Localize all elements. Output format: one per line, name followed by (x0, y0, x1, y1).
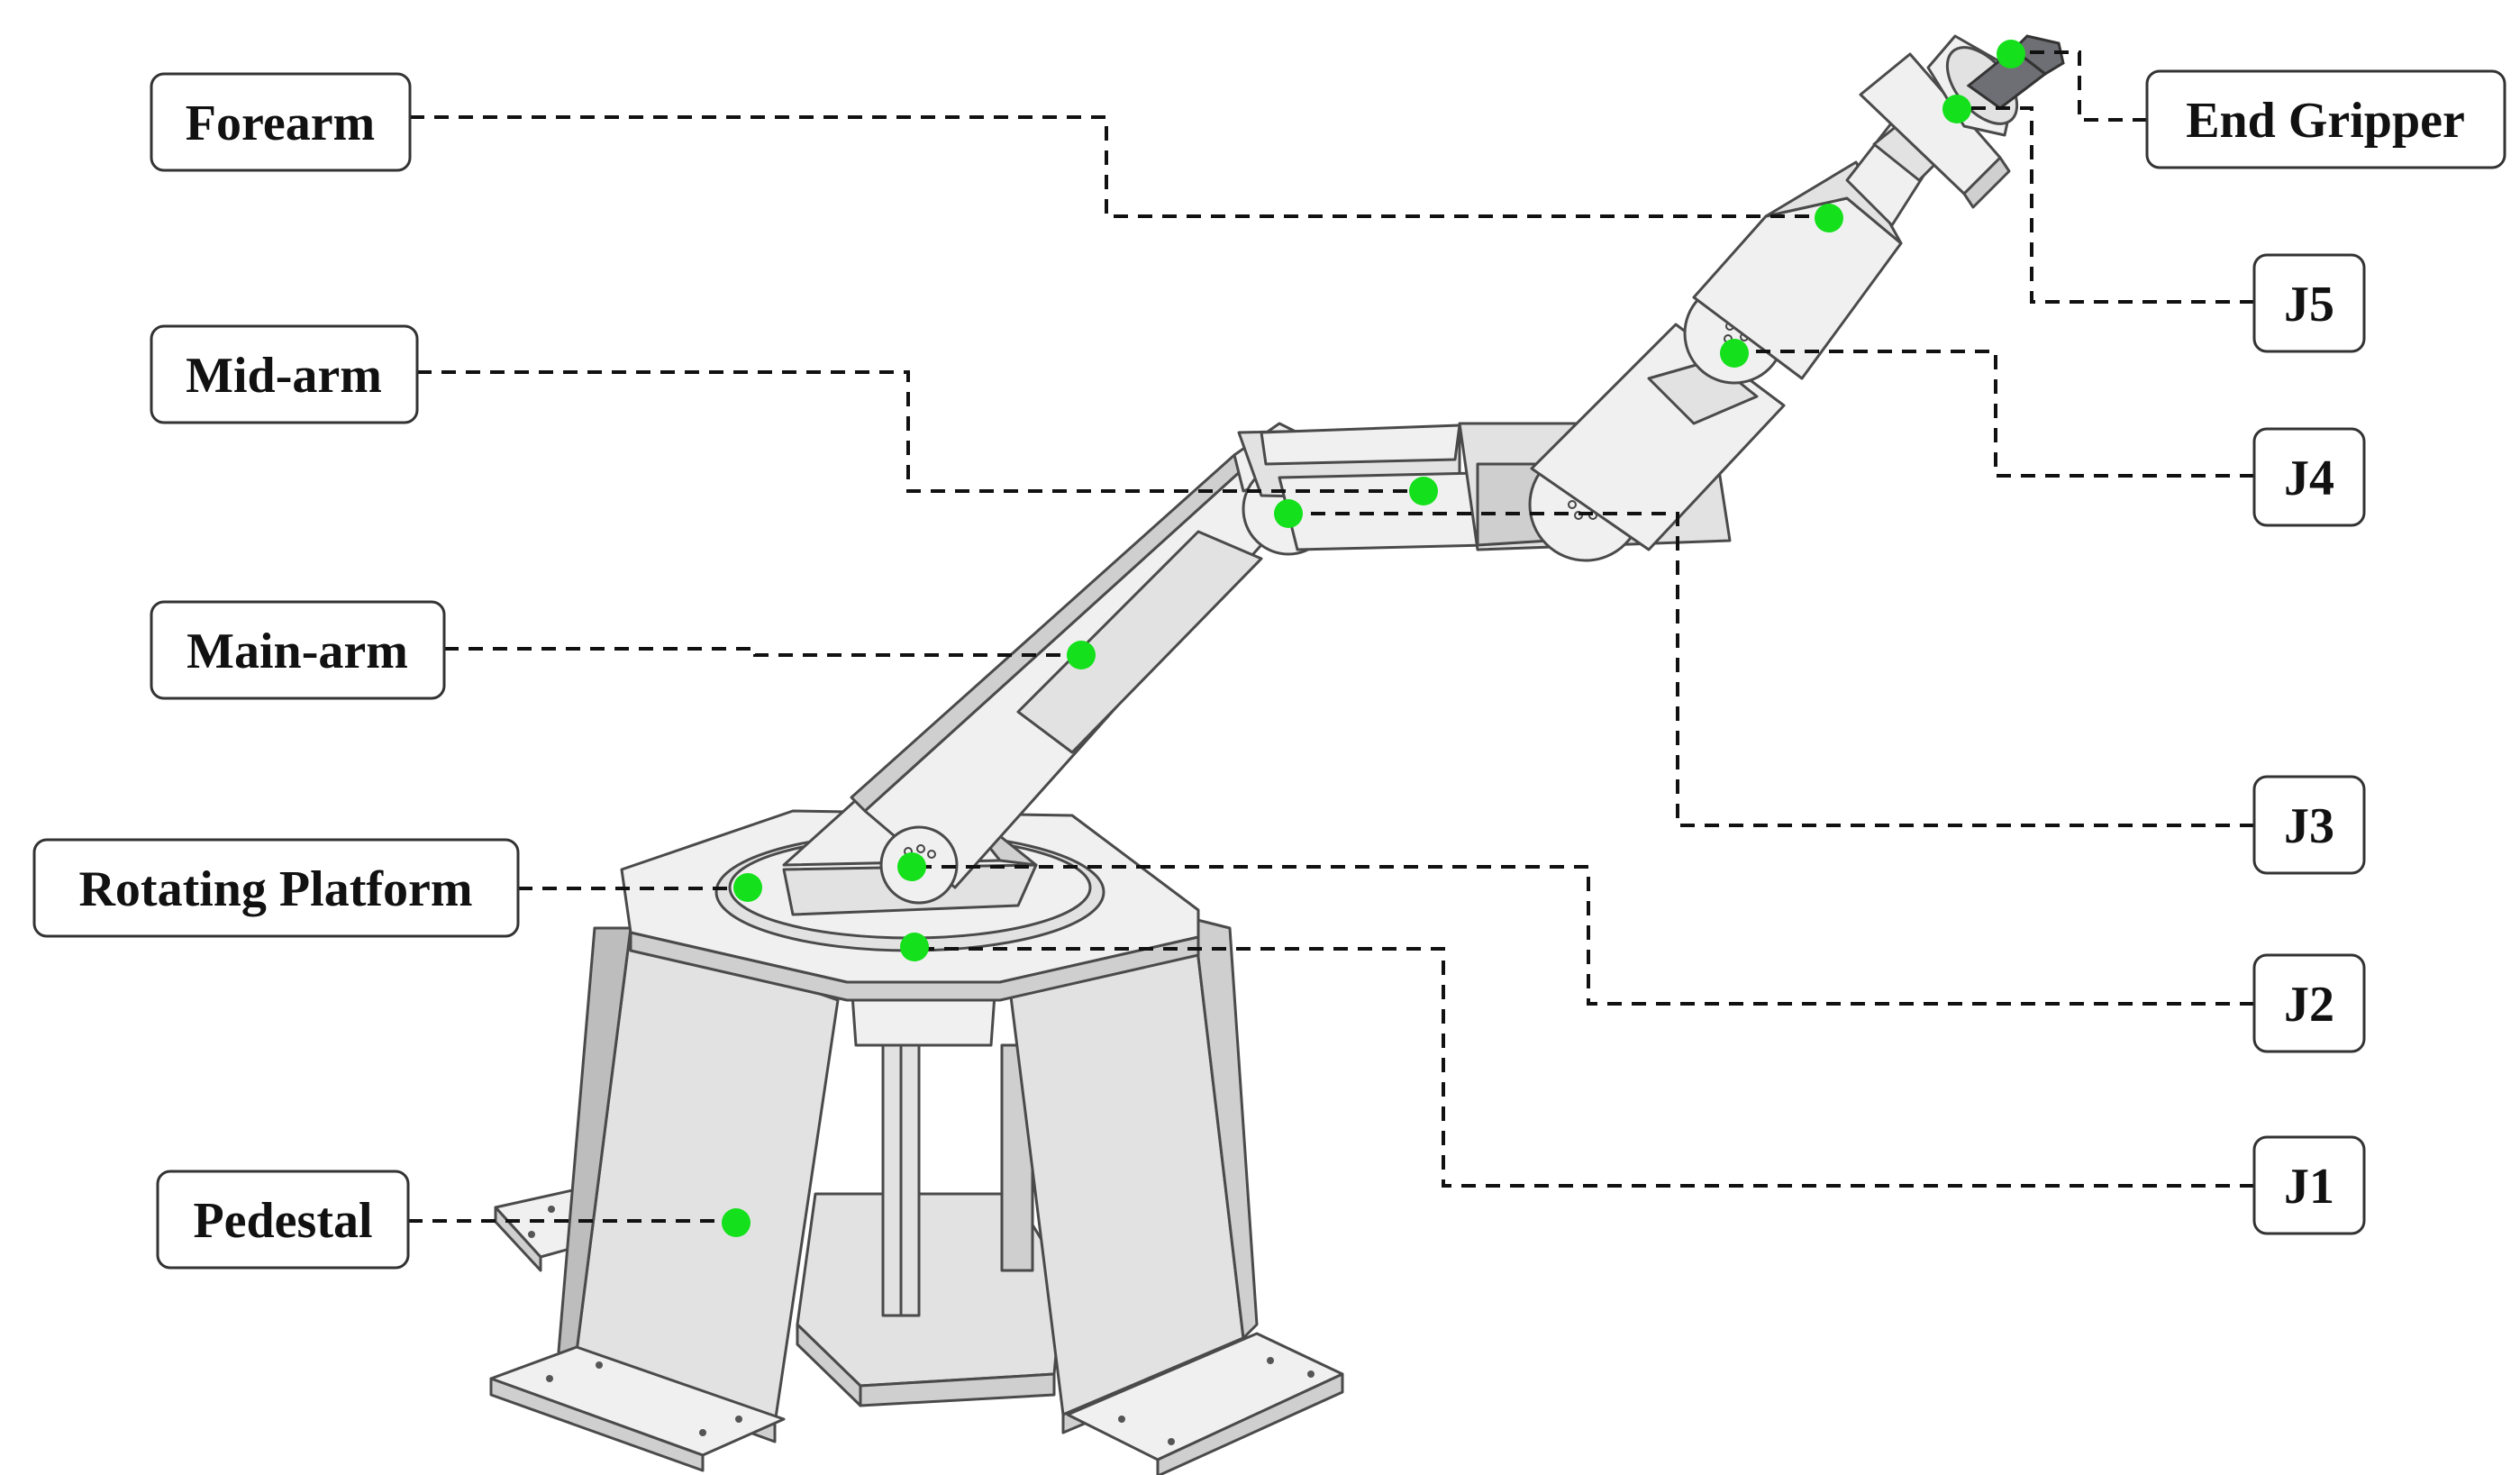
pedestal-drawing (489, 809, 1344, 1475)
marker-j2 (897, 852, 926, 881)
label-j1: J1 (2252, 1135, 2366, 1235)
marker-pedestal (722, 1208, 751, 1237)
marker-forearm (1815, 204, 1843, 232)
label-mid-arm-text: Mid-arm (186, 348, 382, 404)
label-j2-text: J2 (2284, 977, 2334, 1033)
labels: Forearm Mid-arm Main-arm Rotating Platfo… (32, 69, 2506, 1270)
leader-j3 (1288, 512, 2254, 827)
label-j2: J2 (2252, 953, 2366, 1053)
leader-forearm (410, 115, 1829, 218)
label-end-gripper-text: End Gripper (2186, 93, 2465, 149)
arm-drawing (782, 34, 2065, 916)
leader-j1 (914, 947, 2254, 1188)
marker-rotating-platform (733, 873, 762, 902)
leader-j5 (1957, 106, 2254, 304)
marker-mid-arm (1409, 477, 1438, 505)
label-pedestal-text: Pedestal (193, 1193, 372, 1249)
label-rotating-platform: Rotating Platform (32, 838, 520, 938)
label-forearm: Forearm (150, 72, 412, 172)
label-j3: J3 (2252, 775, 2366, 875)
label-rotating-platform-text: Rotating Platform (78, 861, 472, 917)
marker-end-gripper (1997, 40, 2025, 68)
leader-j2 (912, 865, 2254, 1006)
leader-mid-arm (417, 370, 1424, 493)
label-j5: J5 (2252, 253, 2366, 353)
label-end-gripper: End Gripper (2145, 69, 2506, 169)
label-j4: J4 (2252, 427, 2366, 527)
markers (722, 40, 2025, 1237)
label-main-arm-text: Main-arm (186, 624, 408, 679)
label-mid-arm: Mid-arm (150, 324, 419, 424)
marker-j5 (1942, 95, 1971, 123)
label-pedestal: Pedestal (156, 1170, 410, 1270)
leader-main-arm (444, 647, 1081, 657)
label-j1-text: J1 (2284, 1159, 2334, 1215)
leader-lines (408, 50, 2254, 1223)
label-forearm-text: Forearm (186, 96, 375, 151)
label-j3-text: J3 (2284, 798, 2334, 854)
label-main-arm: Main-arm (150, 600, 446, 700)
marker-j1 (900, 933, 929, 961)
label-j4-text: J4 (2284, 451, 2334, 506)
label-j5-text: J5 (2284, 277, 2334, 332)
leader-end-gripper (2011, 50, 2147, 122)
leader-j4 (1734, 350, 2254, 478)
marker-j4 (1720, 339, 1749, 368)
marker-main-arm (1067, 641, 1096, 669)
marker-j3 (1274, 499, 1303, 528)
